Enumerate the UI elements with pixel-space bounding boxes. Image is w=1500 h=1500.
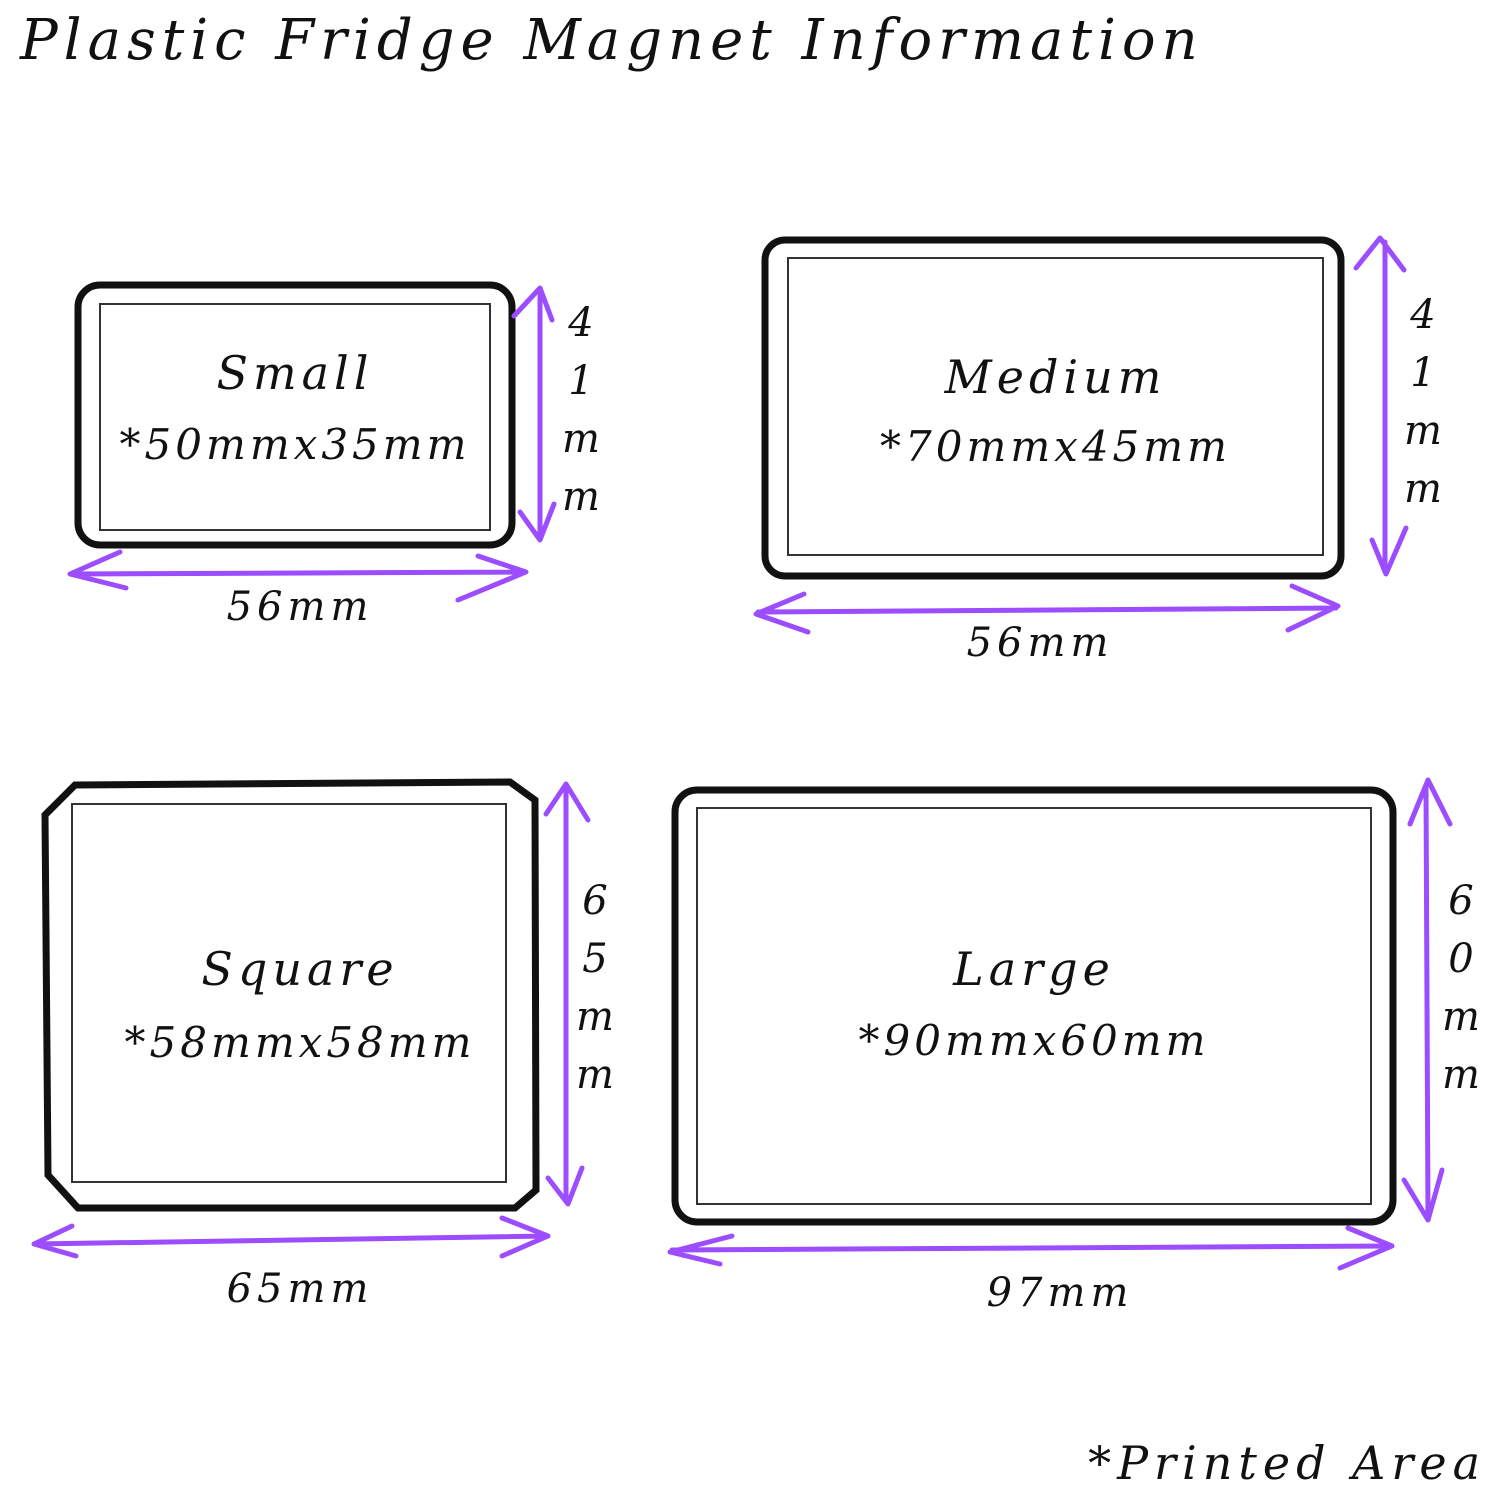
large-width-label: 97mm <box>986 1270 1134 1316</box>
medium-width-arrow <box>753 583 1341 635</box>
square-height-char-1: 6 <box>582 878 608 924</box>
square-width-arrow <box>31 1215 551 1259</box>
small-width-label: 56mm <box>226 584 374 630</box>
large-height-arrow <box>1401 777 1453 1223</box>
medium-printed-area: *70mmx45mm <box>880 422 1231 471</box>
square-printed-area: *58mmx58mm <box>124 1018 476 1067</box>
square-width-label: 65mm <box>226 1266 374 1312</box>
medium-height-char-1: 4 <box>1410 292 1436 338</box>
large-height-char-3: m <box>1442 994 1480 1040</box>
large-height-char-4: m <box>1442 1052 1480 1098</box>
large-magnet-name: Large <box>953 942 1115 996</box>
small-height-char-4: m <box>562 474 600 520</box>
medium-height-char-4: m <box>1404 466 1442 512</box>
square-height-char-4: m <box>576 1052 614 1098</box>
square-height-char-3: m <box>576 994 614 1040</box>
large-height-label: 6 0 m m <box>1436 872 1486 1104</box>
large-magnet-shape <box>671 786 1397 1226</box>
large-height-char-2: 0 <box>1448 936 1474 982</box>
small-printed-area: *50mmx35mm <box>119 420 471 469</box>
medium-height-char-3: m <box>1404 408 1442 454</box>
square-magnet-shape <box>41 778 540 1212</box>
square-height-label: 6 5 m m <box>570 872 620 1104</box>
square-magnet-name: Square <box>201 942 399 996</box>
medium-magnet-name: Medium <box>944 350 1167 404</box>
square-height-arrow <box>543 781 591 1207</box>
small-magnet-name: Small <box>216 346 374 400</box>
large-printed-area: *90mmx60mm <box>858 1016 1210 1065</box>
small-height-arrow <box>511 285 557 543</box>
medium-height-arrow <box>1353 235 1409 577</box>
small-height-char-1: 4 <box>568 300 594 346</box>
printed-area-footnote: *Printed Area <box>1088 1436 1486 1490</box>
large-width-arrow <box>667 1225 1395 1271</box>
medium-magnet-shape <box>761 236 1345 580</box>
square-height-char-2: 5 <box>582 936 608 982</box>
page-title: Plastic Fridge Magnet Information <box>20 8 1204 73</box>
large-height-char-1: 6 <box>1448 878 1474 924</box>
medium-height-char-2: 1 <box>1410 350 1436 396</box>
small-height-label: 4 1 m m <box>556 294 606 526</box>
medium-width-label: 56mm <box>966 620 1114 666</box>
medium-height-label: 4 1 m m <box>1398 286 1448 518</box>
small-height-char-2: 1 <box>568 358 594 404</box>
small-magnet-shape <box>74 281 516 549</box>
small-width-arrow <box>67 549 529 603</box>
small-height-char-3: m <box>562 416 600 462</box>
